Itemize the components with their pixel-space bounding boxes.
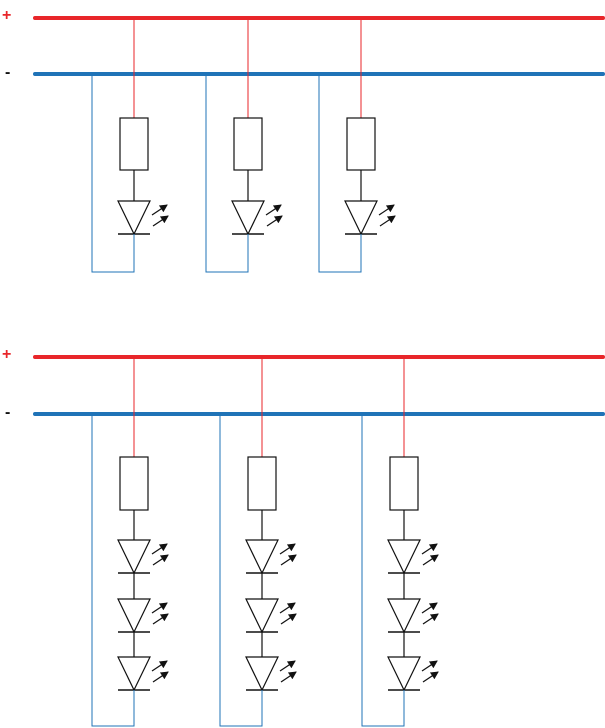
circuit-1-branch-2-led-1-light-arrow (265, 204, 282, 216)
circuit-2-branch-2-led-2-light-arrow (280, 613, 297, 625)
positive-label-top: + (2, 7, 12, 24)
circuit-2-branch-3-led-3-light-arrow (421, 660, 438, 672)
circuit-2-branch-1-return-wire (91, 414, 135, 727)
circuit-2-branch-3-led-3-body (387, 656, 421, 692)
circuit-2-branch-1-led-2-light-arrow (152, 613, 169, 625)
circuit-1-branch-3-led-1-light-arrow (379, 215, 396, 227)
circuit-1-branch-1-led-1-light-arrow (151, 204, 168, 216)
circuit-1-branch-1-led-1-body (117, 200, 151, 236)
circuit-1-branch-3-resistor (346, 117, 376, 171)
circuit-2-branch-2-led-3-light-arrow (279, 660, 296, 672)
circuit-2-branch-2-led-3-body (245, 656, 279, 692)
circuit-2-branch-3-led-2-light-arrow (421, 602, 438, 614)
circuit-2-branch-3-led-1-light-arrow (422, 554, 439, 566)
circuit-2-branch-1-led-3-body (117, 656, 151, 692)
circuit-2-branch-1-led-2-body (117, 598, 151, 634)
circuit-2-branch-1-led-2-light-arrow (151, 602, 168, 614)
negative-label-top: - (5, 64, 11, 81)
circuit-2-branch-1-led-1-body (117, 539, 151, 575)
circuit-2-branch-3-led-1-light-arrow (421, 543, 438, 555)
circuit-1-branch-1-resistor (119, 117, 149, 171)
circuit-1-branch-2-led-1-body (231, 200, 265, 236)
circuit-2-branch-1-led-1-light-arrow (152, 554, 169, 566)
circuit-2-branch-3-resistor (389, 456, 419, 511)
circuit-2-branch-3-led-2-light-arrow (422, 613, 439, 625)
circuit-2-branch-2-resistor (247, 456, 277, 511)
circuit-2-branch-2-led-1-light-arrow (279, 543, 296, 555)
circuit-2-branch-1-resistor (119, 456, 149, 511)
circuit-2-branch-2-led-2-body (245, 598, 279, 634)
circuit-2-branch-3-led-1-body (387, 539, 421, 575)
circuit-1-branch-2-resistor (233, 117, 263, 171)
circuit-1-branch-1-led-1-light-arrow (152, 215, 169, 227)
circuit-2-branch-1-led-1-light-arrow (151, 543, 168, 555)
circuit-2-branch-3-return-wire (361, 414, 405, 727)
circuit-2-branch-2-led-3-light-arrow (280, 671, 297, 683)
circuit-2-branch-1-led-3-light-arrow (151, 660, 168, 672)
circuit-1-branch-3-led-1-body (344, 200, 378, 236)
circuit-1-branch-3-return-wire (318, 74, 362, 273)
negative-label-bottom: - (5, 404, 11, 421)
circuit-1-branch-2-return-wire (205, 74, 249, 273)
circuit-1-branch-1-return-wire (91, 74, 135, 273)
circuit-2-branch-2-return-wire (219, 414, 263, 727)
circuit-2-branch-3-led-3-light-arrow (422, 671, 439, 683)
circuit-1-branch-2-led-1-light-arrow (266, 215, 283, 227)
circuit-2-branch-2-led-1-light-arrow (280, 554, 297, 566)
circuit-2-branch-1-led-3-light-arrow (152, 671, 169, 683)
positive-label-bottom: + (2, 346, 12, 363)
circuit-1-branch-3-led-1-light-arrow (378, 204, 395, 216)
circuit-2-branch-3-led-2-body (387, 598, 421, 634)
circuit-2-branch-2-led-1-body (245, 539, 279, 575)
circuit-2-branch-2-led-2-light-arrow (279, 602, 296, 614)
